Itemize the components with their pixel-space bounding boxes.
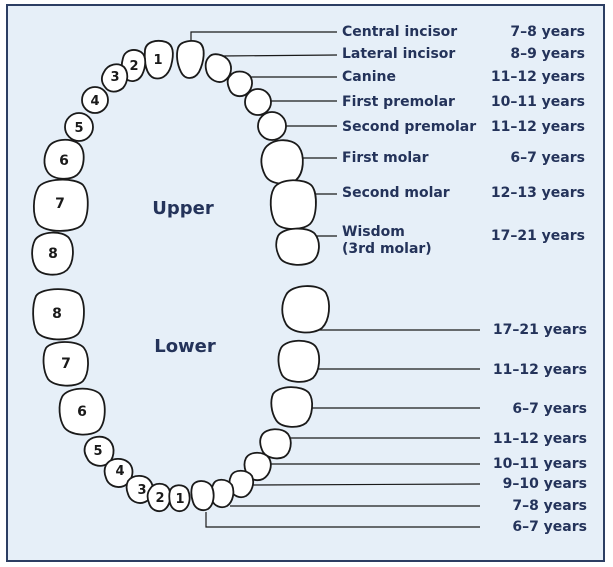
- lower-left-tooth-7: 7: [44, 342, 88, 386]
- lower-left-tooth-6-number: 6: [77, 404, 87, 420]
- upper-tooth-age-second-premolar: 11–12 years: [491, 119, 585, 135]
- lower-right-tooth-8: [282, 286, 329, 332]
- lower-left-tooth-6: 6: [60, 389, 105, 435]
- upper-right-wisdom: [276, 229, 319, 265]
- lower-left-tooth-4-number: 4: [115, 464, 124, 479]
- upper-left-tooth-4: 4: [82, 87, 108, 113]
- upper-tooth-name-lateral-incisor: Lateral incisor: [342, 46, 455, 62]
- lower-left-tooth-3-number: 3: [137, 483, 146, 498]
- lower-left-tooth-2-number: 2: [155, 491, 164, 506]
- leader-line-lower-1: [206, 512, 480, 527]
- upper-left-tooth-4-number: 4: [90, 94, 99, 109]
- upper-left-teeth: 1 2 3 4 5 6 7: [32, 41, 173, 275]
- leader-line-lateral-incisor: [221, 55, 337, 56]
- upper-left-tooth-1: 1: [145, 41, 173, 79]
- upper-left-tooth-7: 7: [34, 180, 88, 231]
- upper-left-tooth-8: 8: [32, 233, 73, 275]
- upper-tooth-age-central-incisor: 7–8 years: [510, 24, 585, 40]
- lower-tooth-age-2: 7–8 years: [512, 498, 587, 514]
- lower-left-tooth-8: 8: [33, 289, 84, 339]
- upper-left-tooth-3: 3: [102, 64, 127, 91]
- upper-left-tooth-6: 6: [44, 140, 83, 179]
- upper-tooth-age-second-molar: 12–13 years: [491, 185, 585, 201]
- lower-tooth-age-3: 9–10 years: [503, 476, 587, 492]
- lower-tooth-age-4: 10–11 years: [493, 456, 587, 472]
- upper-tooth-age-wisdom: 17–21 years: [491, 228, 585, 244]
- lower-tooth-age-8: 17–21 years: [493, 322, 587, 338]
- upper-left-tooth-2-number: 2: [129, 59, 138, 74]
- lower-tooth-age-5: 11–12 years: [493, 431, 587, 447]
- lower-right-teeth: [191, 286, 329, 510]
- upper-tooth-name-first-premolar: First premolar: [342, 94, 455, 110]
- lower-tooth-age-1: 6–7 years: [512, 519, 587, 535]
- lower-tooth-age-7: 11–12 years: [493, 362, 587, 378]
- upper-left-tooth-1-number: 1: [153, 53, 162, 68]
- upper-left-tooth-8-number: 8: [48, 246, 58, 262]
- lower-left-tooth-5-number: 5: [93, 444, 102, 459]
- upper-tooth-name-wisdom: Wisdom: [342, 224, 405, 240]
- upper-tooth-name-first-molar: First molar: [342, 150, 429, 166]
- upper-tooth-name-central-incisor: Central incisor: [342, 24, 457, 40]
- lower-tooth-age-6: 6–7 years: [512, 401, 587, 417]
- upper-left-tooth-7-number: 7: [55, 196, 65, 212]
- upper-right-lateral-incisor: [206, 54, 231, 82]
- upper-right-second-premolar: [258, 112, 286, 140]
- upper-tooth-name-second-premolar: Second premolar: [342, 119, 476, 135]
- lower-right-tooth-6: [271, 387, 312, 427]
- lower-left-tooth-7-number: 7: [61, 356, 71, 372]
- lower-left-tooth-1-number: 1: [175, 492, 184, 507]
- upper-tooth-age-first-premolar: 10–11 years: [491, 94, 585, 110]
- lower-right-tooth-1: [191, 481, 213, 510]
- upper-left-tooth-6-number: 6: [59, 153, 69, 169]
- lower-left-tooth-8-number: 8: [52, 306, 62, 322]
- upper-tooth-name-wisdom-line2: (3rd molar): [342, 241, 432, 257]
- upper-right-central-incisor: [177, 41, 204, 78]
- lower-jaw-label: Lower: [154, 336, 216, 357]
- leader-line-lower-3: [252, 484, 480, 485]
- upper-left-tooth-5: 5: [65, 113, 93, 141]
- lower-left-tooth-1: 1: [169, 485, 189, 511]
- upper-tooth-name-canine: Canine: [342, 69, 396, 85]
- lower-leader-lines: [206, 330, 480, 527]
- upper-left-tooth-5-number: 5: [74, 121, 83, 136]
- upper-tooth-age-canine: 11–12 years: [491, 69, 585, 85]
- lower-right-tooth-2: [211, 480, 233, 507]
- upper-right-second-molar: [271, 180, 316, 229]
- upper-tooth-age-lateral-incisor: 8–9 years: [510, 46, 585, 62]
- upper-right-first-molar: [261, 140, 302, 184]
- leader-line-central-incisor: [191, 32, 337, 45]
- lower-right-tooth-7: [278, 341, 319, 382]
- lower-left-tooth-2: 2: [148, 484, 171, 511]
- lower-left-teeth: 8 7 6 5 4 3 2: [33, 289, 190, 511]
- upper-tooth-age-first-molar: 6–7 years: [510, 150, 585, 166]
- upper-right-first-premolar: [245, 89, 271, 115]
- upper-tooth-name-second-molar: Second molar: [342, 185, 450, 201]
- upper-right-teeth: [177, 41, 319, 265]
- upper-left-tooth-3-number: 3: [110, 70, 119, 85]
- upper-jaw-label: Upper: [152, 198, 214, 219]
